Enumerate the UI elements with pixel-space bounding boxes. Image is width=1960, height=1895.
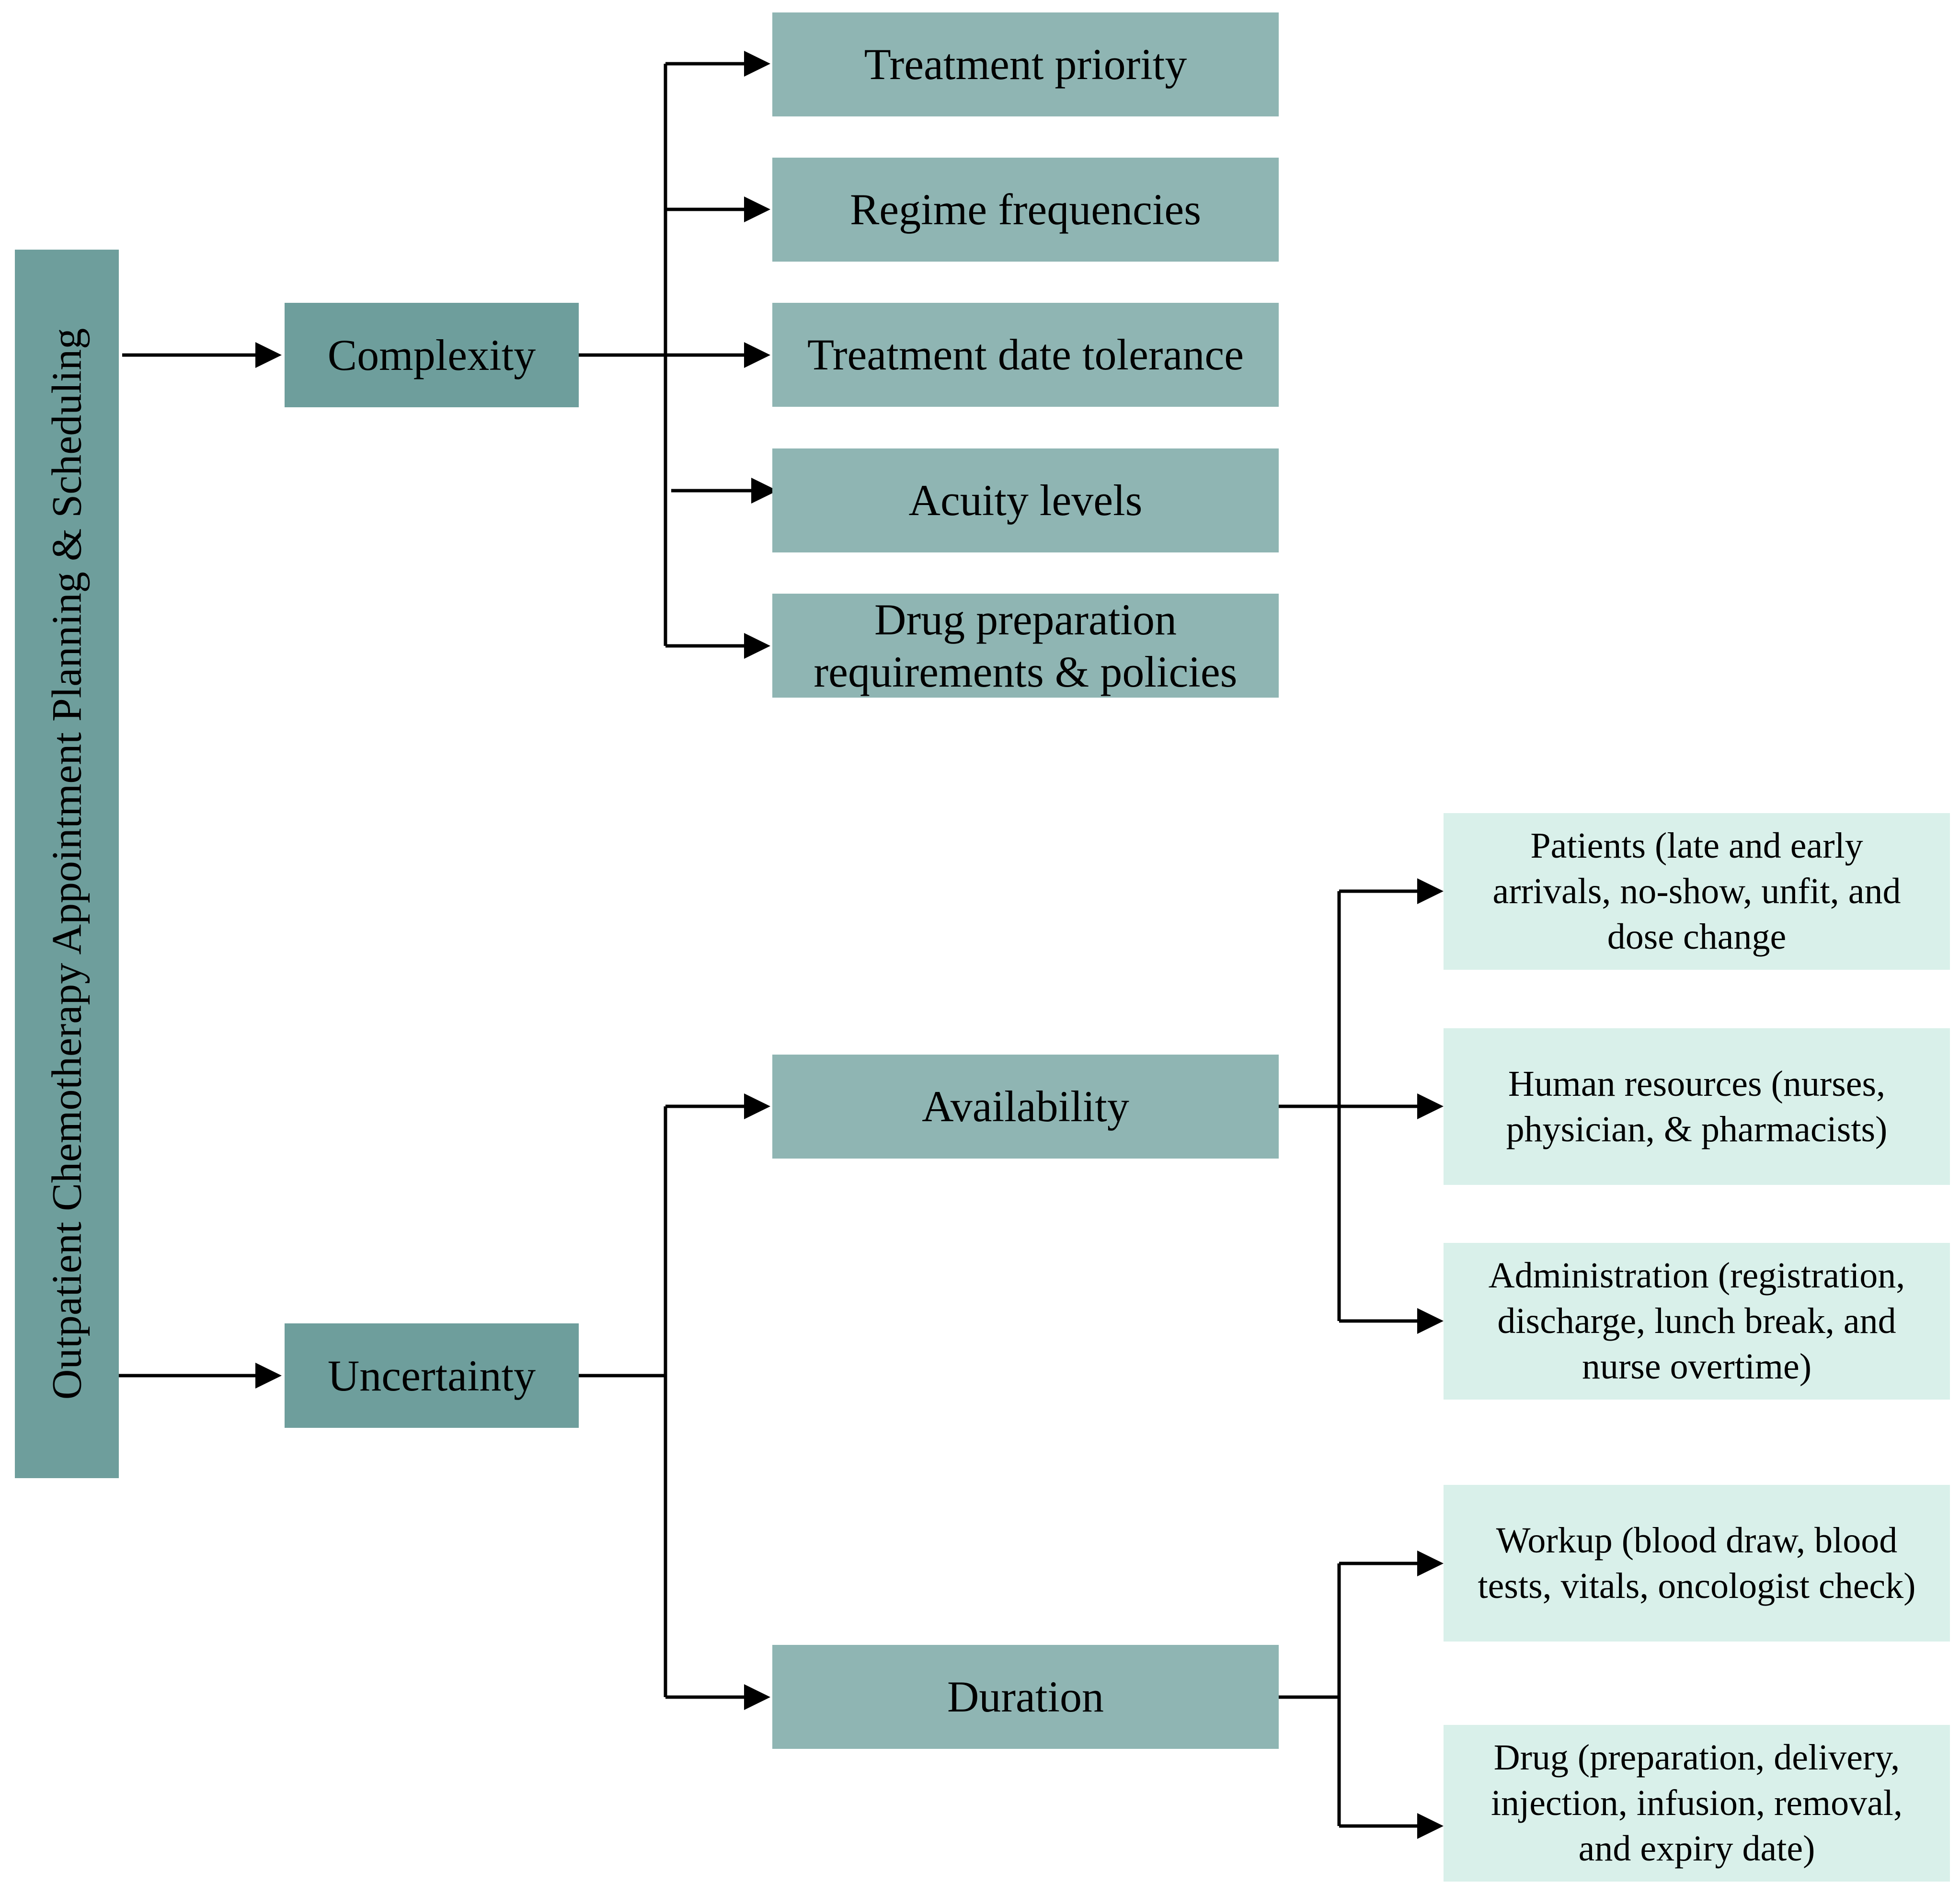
workup-node: Workup (blood draw, blood tests, vitals,… (1444, 1485, 1950, 1642)
arrowhead (1417, 878, 1444, 904)
administration-label: Administration (registration, discharge,… (1488, 1255, 1905, 1387)
patients-label: Patients (late and early arrivals, no-sh… (1492, 826, 1901, 957)
drug-node: Drug (preparation, delivery, injection, … (1444, 1725, 1950, 1882)
drug-label: Drug (preparation, delivery, injection, … (1490, 1737, 1903, 1869)
arrowhead (1417, 1550, 1444, 1576)
patients-node: Patients (late and early arrivals, no-sh… (1444, 813, 1950, 970)
workup-label: Workup (blood draw, blood tests, vitals,… (1478, 1520, 1916, 1606)
arrowhead (744, 1684, 770, 1710)
duration-label: Duration (947, 1672, 1104, 1722)
root-label: Outpatient Chemotherapy Appointment Plan… (44, 328, 90, 1400)
arrowhead (744, 1093, 770, 1119)
treatment-date-tolerance-node: Treatment date tolerance (772, 303, 1279, 407)
uncertainty-label: Uncertainty (327, 1351, 536, 1400)
arrowhead (744, 51, 770, 77)
acuity-levels-label: Acuity levels (908, 476, 1143, 525)
acuity-levels-node: Acuity levels (772, 448, 1279, 552)
treatment-date-tolerance-label: Treatment date tolerance (807, 330, 1244, 379)
duration-node: Duration (772, 1645, 1279, 1749)
drug-preparation-label: Drug preparation requirements & policies (814, 595, 1238, 696)
arrowhead (1417, 1093, 1444, 1119)
regime-frequencies-label: Regime frequencies (849, 185, 1202, 234)
arrowhead (255, 1363, 282, 1389)
arrowhead (1417, 1813, 1444, 1839)
root-node: Outpatient Chemotherapy Appointment Plan… (15, 250, 119, 1478)
uncertainty-node: Uncertainty (285, 1323, 579, 1428)
availability-node: Availability (772, 1055, 1279, 1159)
arrowhead (1417, 1308, 1444, 1334)
drug-preparation-node: Drug preparation requirements & policies (772, 594, 1279, 698)
administration-node: Administration (registration, discharge,… (1444, 1243, 1950, 1400)
regime-frequencies-node: Regime frequencies (772, 158, 1279, 262)
human-resources-label: Human resources (nurses, physician, & ph… (1506, 1063, 1888, 1149)
arrowhead (751, 478, 778, 504)
arrowhead (255, 342, 282, 368)
availability-label: Availability (922, 1082, 1129, 1131)
arrowhead (744, 342, 770, 368)
arrowhead (744, 196, 770, 222)
treatment-priority-label: Treatment priority (864, 40, 1187, 89)
human-resources-node: Human resources (nurses, physician, & ph… (1444, 1028, 1950, 1185)
complexity-node: Complexity (285, 303, 579, 407)
arrowhead (744, 633, 770, 659)
complexity-label: Complexity (327, 330, 536, 379)
treatment-priority-node: Treatment priority (772, 12, 1279, 116)
